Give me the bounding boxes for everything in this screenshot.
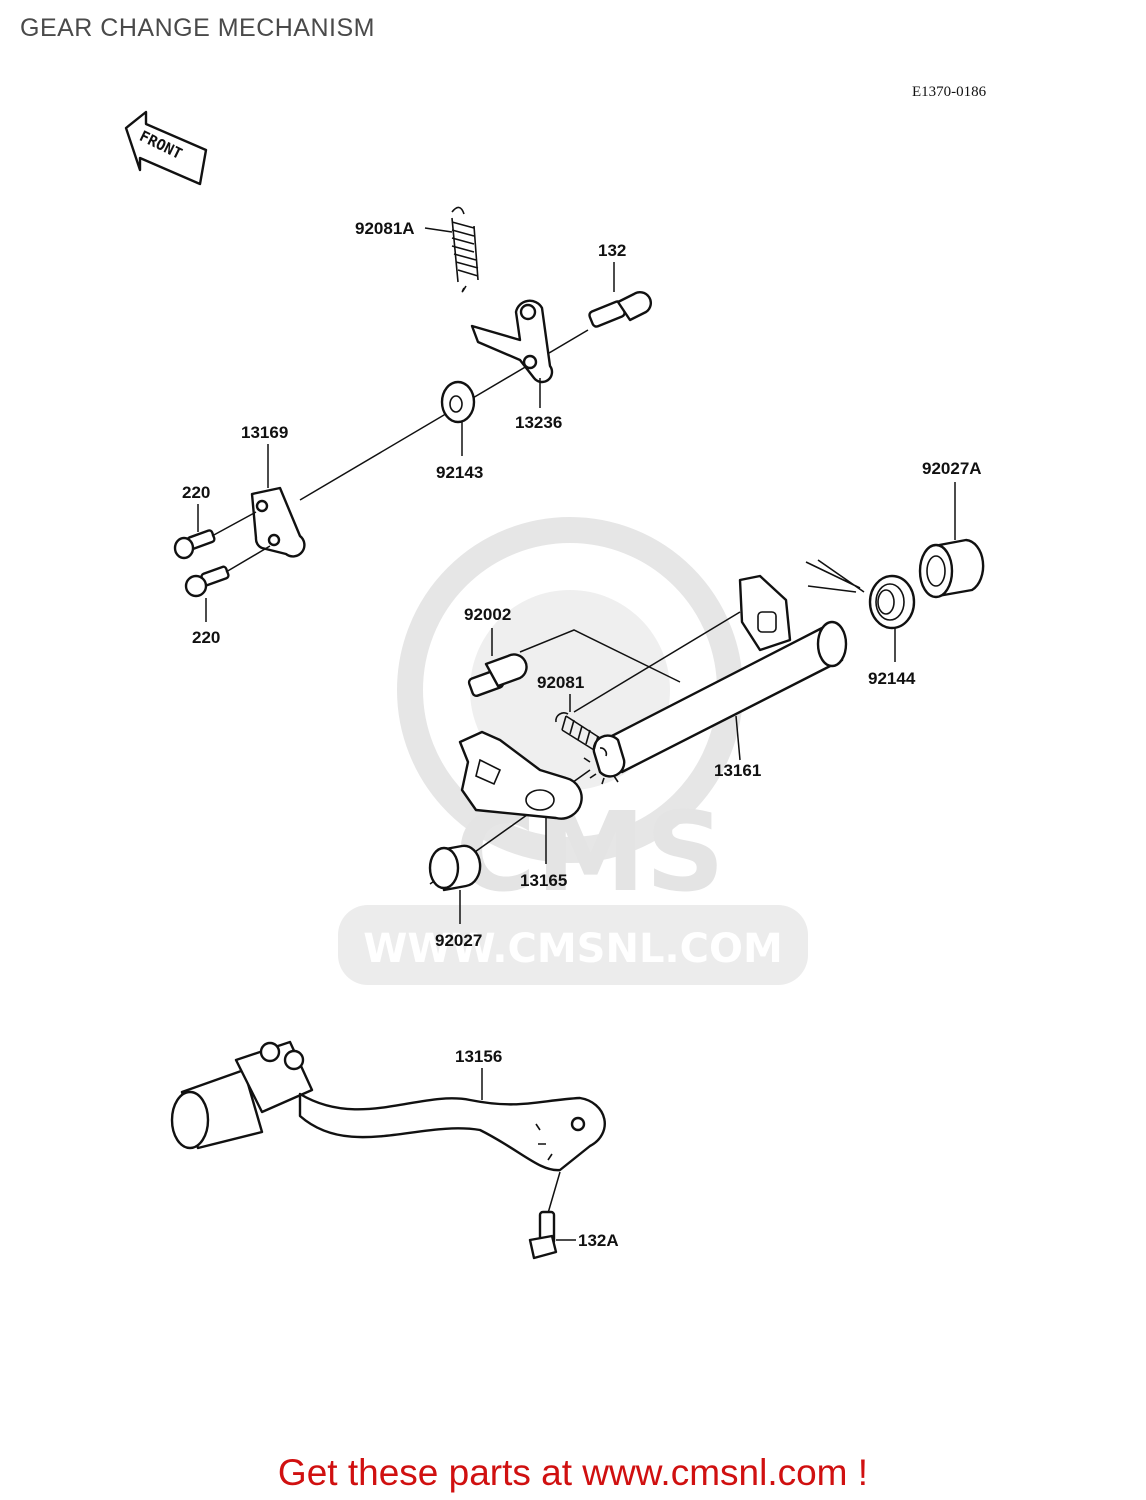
label-13236: 13236 <box>515 413 562 432</box>
lever-13165 <box>458 730 583 820</box>
label-13161: 13161 <box>714 761 761 780</box>
spring-92081 <box>555 712 608 757</box>
pin-92002 <box>467 653 528 698</box>
label-13169: 13169 <box>241 423 288 442</box>
plate-13236 <box>470 299 554 384</box>
label-13165: 13165 <box>520 871 567 890</box>
shaft-13161 <box>583 574 848 785</box>
front-arrow: FRONT <box>124 110 208 186</box>
collar-92027 <box>428 844 482 892</box>
label-92144: 92144 <box>868 669 916 688</box>
leader-13161 <box>735 715 741 761</box>
pedal-13156 <box>170 1040 606 1172</box>
label-92081a: 92081A <box>355 219 415 238</box>
bolt-132a <box>528 1210 558 1260</box>
label-92081: 92081 <box>537 673 584 692</box>
bushing-92027a <box>918 538 985 599</box>
label-220-lower: 220 <box>192 628 220 647</box>
label-92002: 92002 <box>464 605 511 624</box>
page-title: GEAR CHANGE MECHANISM <box>20 14 375 42</box>
watermark-url-box <box>338 905 808 985</box>
axis-220-lower <box>225 545 271 573</box>
bolt-132 <box>588 291 653 328</box>
leader-92081a <box>424 227 453 233</box>
axis-line-92081 <box>573 611 741 713</box>
label-92027a: 92027A <box>922 459 982 478</box>
screw-220-lower <box>184 565 230 598</box>
label-92027: 92027 <box>435 931 482 950</box>
spring-92144 <box>805 559 916 630</box>
collar-92143 <box>440 380 476 424</box>
label-92143: 92143 <box>436 463 483 482</box>
screw-220-upper <box>173 529 216 560</box>
cmsnl-footer-link[interactable]: Get these parts at www.cmsnl.com ! <box>277 1452 869 1493</box>
label-132: 132 <box>598 241 626 260</box>
watermark-url: WWW.CMSNL.COM <box>363 926 783 972</box>
plate-13169 <box>250 486 306 558</box>
label-220-upper: 220 <box>182 483 210 502</box>
spring-92081a <box>451 206 479 293</box>
axis-220-upper <box>211 511 257 537</box>
label-132a: 132A <box>578 1231 619 1250</box>
label-13156: 13156 <box>455 1047 502 1066</box>
watermark: CMS WWW.CMSNL.COM <box>338 517 808 985</box>
axis-line-92002 <box>519 629 681 683</box>
diagram-code: E1370-0186 <box>912 84 987 100</box>
